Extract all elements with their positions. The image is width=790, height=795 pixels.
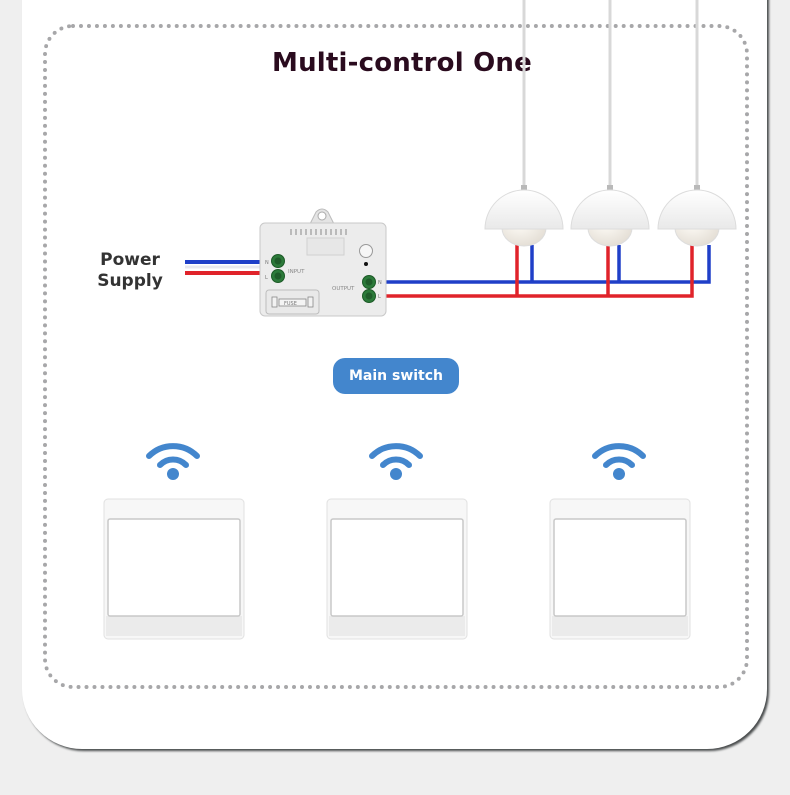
wifi-icon xyxy=(592,443,646,480)
lamp-3 xyxy=(657,185,737,247)
output-wires xyxy=(385,245,711,298)
power-supply-line1: Power xyxy=(100,250,160,270)
main-switch-button[interactable]: Main switch xyxy=(333,358,459,394)
fuse-label: FUSE xyxy=(284,301,297,307)
diagram-title: Multi-control One xyxy=(272,48,532,78)
wifi-icon xyxy=(369,443,423,480)
wireless-switch-1[interactable] xyxy=(103,498,245,640)
relay-module: N L INPUT N L OUTPUT FUSE xyxy=(259,208,387,317)
power-supply-line2: Supply xyxy=(97,271,163,291)
dotted-frame xyxy=(43,24,749,689)
output-n-mark: N xyxy=(378,280,382,286)
wireless-switch-2[interactable] xyxy=(326,498,468,640)
wifi-icon xyxy=(146,443,200,480)
lamp-1 xyxy=(484,185,564,247)
output-neutral-wire xyxy=(385,245,711,284)
input-wires xyxy=(185,260,268,275)
output-l-mark: L xyxy=(378,294,381,300)
input-n-mark: N xyxy=(265,260,269,266)
lamp-cords xyxy=(522,0,699,186)
input-l-mark: L xyxy=(265,275,268,281)
output-live-wire xyxy=(385,245,694,298)
input-label: INPUT xyxy=(288,269,305,275)
wireless-switch-3[interactable] xyxy=(549,498,691,640)
output-label: OUTPUT xyxy=(332,286,355,292)
lamp-2 xyxy=(570,185,650,247)
power-supply-label: Power Supply xyxy=(95,250,165,292)
status-led xyxy=(364,262,368,266)
pair-button[interactable] xyxy=(359,244,373,258)
